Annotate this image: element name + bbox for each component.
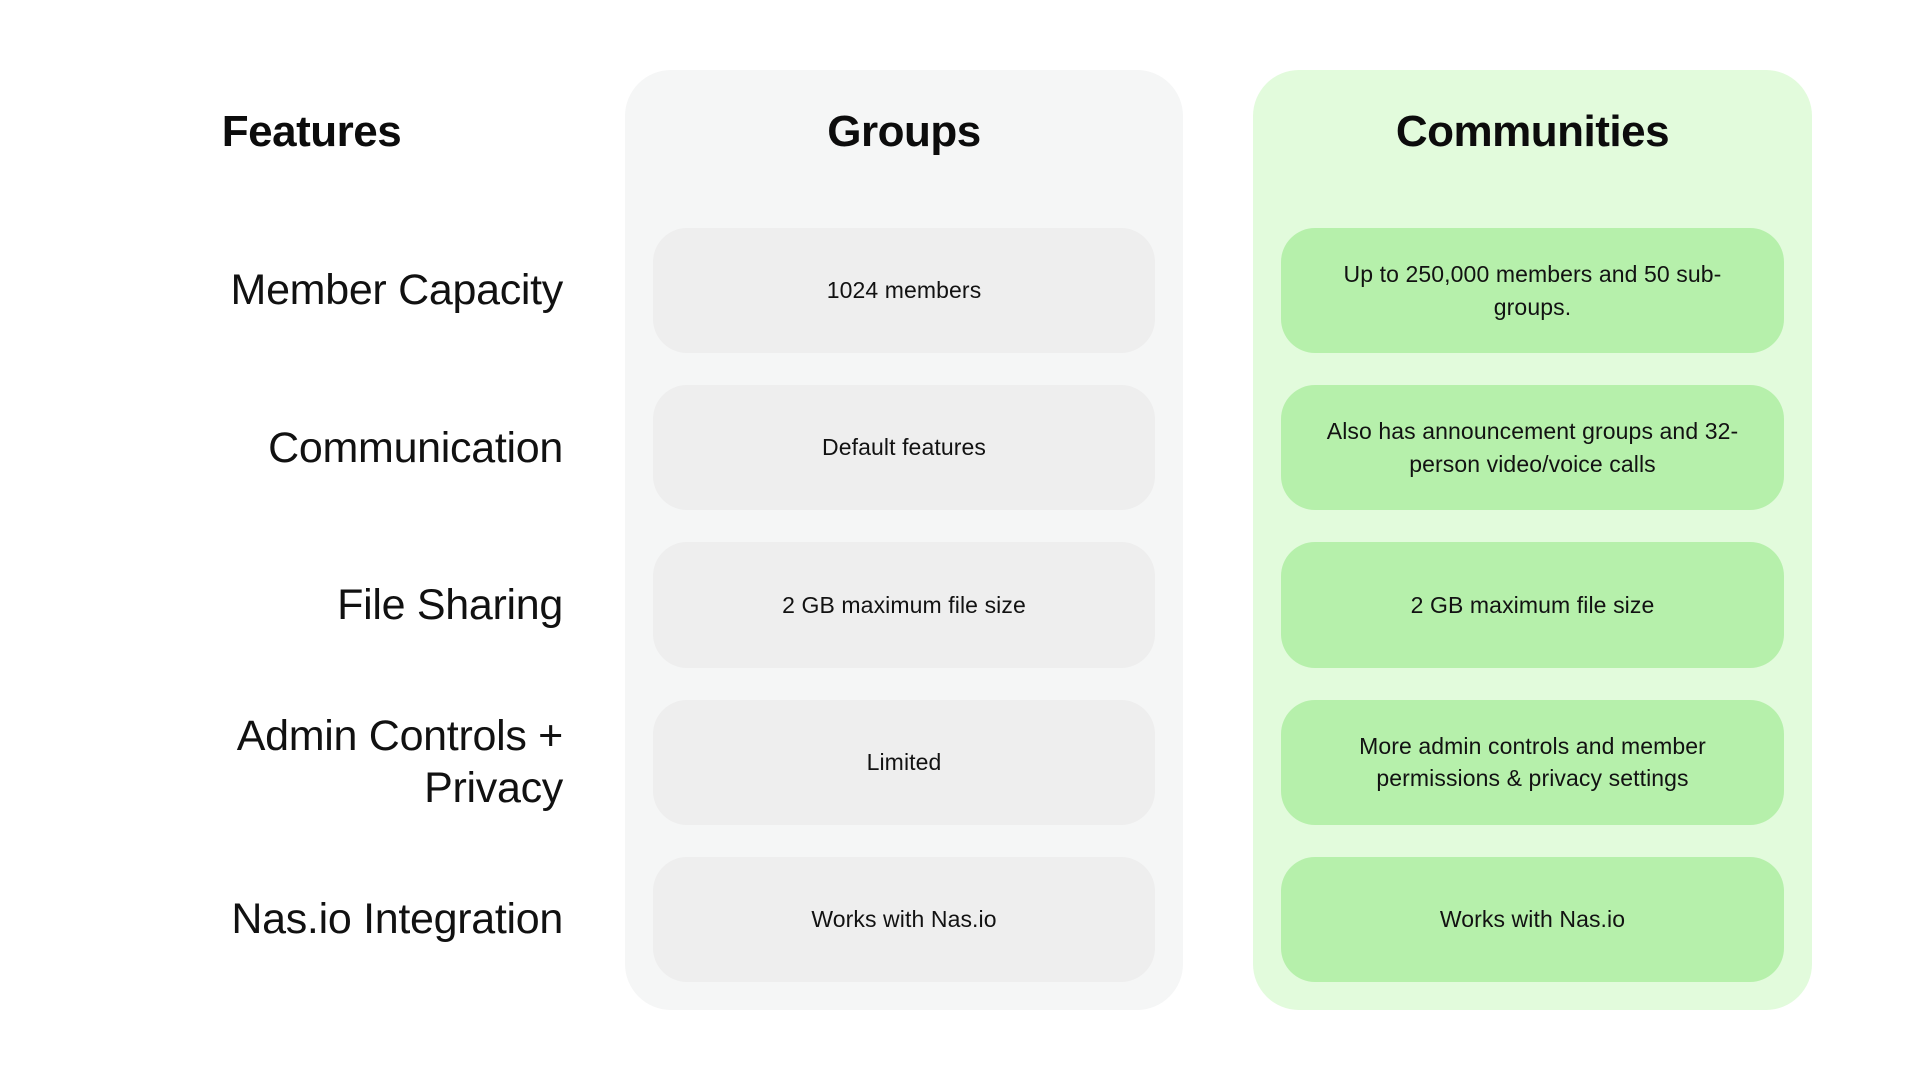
communities-cell-text: Up to 250,000 members and 50 sub-groups.	[1343, 260, 1722, 320]
groups-column-card: Groups 1024 members Default features 2 G…	[625, 70, 1183, 1010]
features-header-label: Features	[221, 106, 402, 156]
communities-column-card: Communities Up to 250,000 members and 50…	[1253, 70, 1812, 1010]
communities-header-label: Communities	[1395, 106, 1670, 156]
feature-label-row: File Sharing	[60, 542, 563, 667]
groups-cell-admin-controls-privacy: Limited	[653, 699, 1155, 825]
communities-cell-communication: Also has announcement groups and 32-pers…	[1281, 385, 1784, 511]
communities-cell-text: More admin controls and member permissio…	[1359, 732, 1706, 792]
groups-cell-member-capacity: 1024 members	[653, 228, 1155, 354]
feature-label-row: Nas.io Integration	[60, 857, 563, 982]
communities-cell-text: Works with Nas.io	[1439, 906, 1626, 933]
feature-label-row: Member Capacity	[60, 228, 564, 353]
communities-cell-admin-controls-privacy: More admin controls and member permissio…	[1281, 699, 1784, 825]
feature-label-member-capacity: Member Capacity	[230, 266, 564, 315]
groups-column-header: Groups	[625, 70, 1183, 200]
groups-cell-file-sharing: 2 GB maximum file size	[653, 542, 1155, 668]
communities-cell-file-sharing: 2 GB maximum file size	[1281, 542, 1784, 668]
feature-label-list: Member Capacity Communication File Shari…	[60, 200, 564, 1010]
feature-label-nasio-integration: Nas.io Integration	[231, 895, 563, 944]
communities-cell-nasio-integration: Works with Nas.io	[1281, 856, 1784, 983]
groups-cell-list: 1024 members Default features 2 GB maxim…	[625, 200, 1183, 1010]
communities-column-header: Communities	[1253, 70, 1812, 200]
feature-label-communication: Communication	[268, 423, 563, 472]
groups-header-label: Groups	[827, 106, 981, 156]
communities-cell-text: Also has announcement groups and 32-pers…	[1326, 418, 1739, 477]
groups-cell-text: 2 GB maximum file size	[782, 591, 1026, 618]
groups-cell-text: Default features	[822, 434, 986, 461]
groups-cell-text: Limited	[866, 748, 942, 775]
communities-cell-text: 2 GB maximum file size	[1410, 591, 1655, 618]
features-column-header: Features	[60, 70, 563, 200]
communities-cell-member-capacity: Up to 250,000 members and 50 sub-groups.	[1281, 228, 1784, 354]
feature-label-row: Communication	[60, 385, 563, 510]
communities-cell-list: Up to 250,000 members and 50 sub-groups.…	[1253, 200, 1812, 1010]
feature-label-admin-controls-privacy: Admin Controls + Privacy	[236, 711, 564, 813]
feature-label-file-sharing: File Sharing	[337, 580, 563, 629]
groups-cell-communication: Default features	[653, 385, 1155, 511]
groups-cell-text: 1024 members	[826, 277, 982, 304]
groups-cell-text: Works with Nas.io	[811, 906, 997, 933]
features-column: Features Member Capacity Communication F…	[60, 70, 564, 1010]
feature-label-row: Admin Controls + Privacy	[60, 700, 564, 825]
groups-cell-nasio-integration: Works with Nas.io	[653, 856, 1155, 983]
